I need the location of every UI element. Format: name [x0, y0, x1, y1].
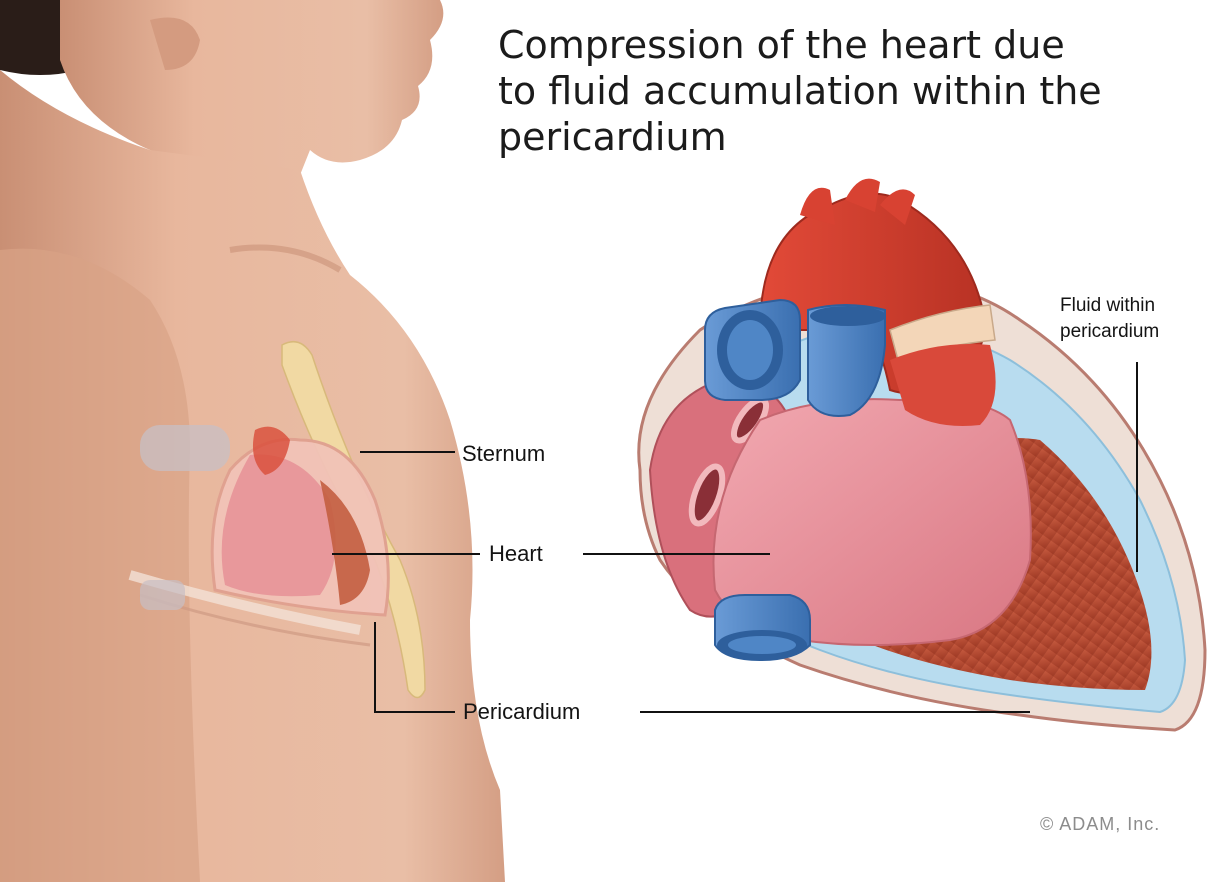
label-fluid-within-pericardium: Fluid within pericardium: [1060, 293, 1159, 345]
inferior-vena-cava: [715, 595, 810, 660]
fluid-label-line-2: pericardium: [1060, 319, 1159, 345]
human-torso: [0, 0, 505, 882]
label-heart: Heart: [489, 541, 543, 567]
diagram-title: Compression of the heart due to fluid ac…: [498, 22, 1218, 160]
fluid-label-line-1: Fluid within: [1060, 293, 1159, 319]
label-sternum: Sternum: [462, 441, 545, 467]
label-pericardium: Pericardium: [463, 699, 580, 725]
heart-illustration: [639, 179, 1205, 730]
title-line-3: pericardium: [498, 114, 1218, 160]
title-line-1: Compression of the heart due: [498, 22, 1218, 68]
arm: [0, 249, 200, 882]
copyright-notice: © ADAM, Inc.: [1040, 814, 1160, 835]
title-line-2: to fluid accumulation within the: [498, 68, 1218, 114]
